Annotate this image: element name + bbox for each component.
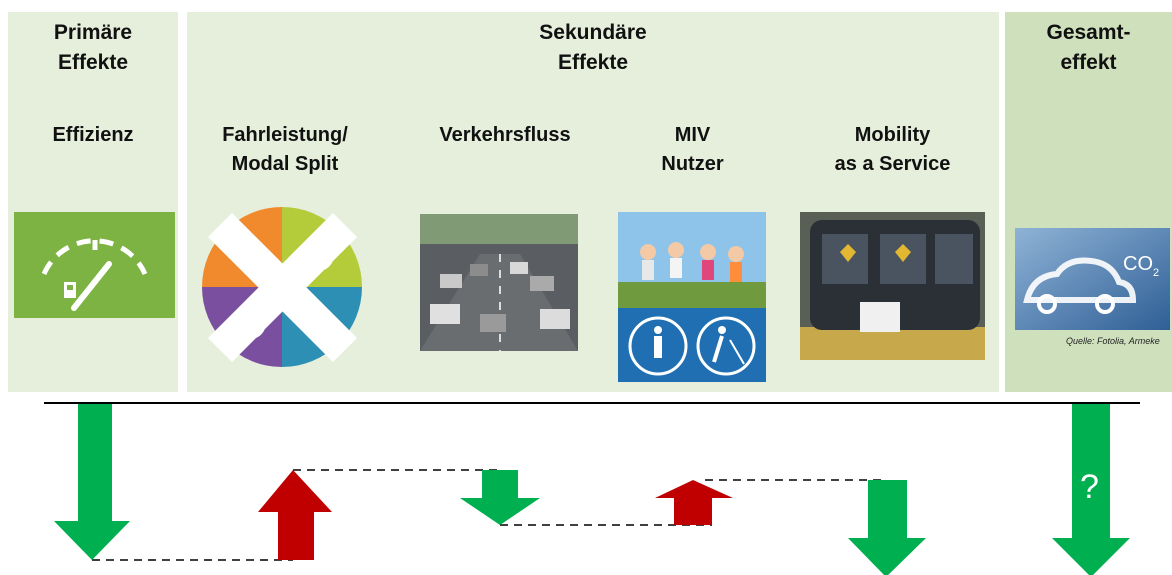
miv-users-label: MIV Nutzer xyxy=(620,121,765,179)
modal-split-circle-icon xyxy=(200,205,365,370)
fuel-gauge-icon xyxy=(14,212,175,318)
primary-header: Primäre Effekte xyxy=(8,18,178,78)
modal-split-line2: Modal Split xyxy=(231,153,339,175)
source-caption: Quelle: Fotolia, Armeke xyxy=(1066,336,1160,346)
traffic-jam-photo xyxy=(420,214,578,351)
total-header: Gesamt- effekt xyxy=(1005,18,1172,78)
arrow-maas-down xyxy=(848,480,926,575)
secondary-header: Sekundäre Effekte xyxy=(187,18,999,78)
primary-header-line2: Effekte xyxy=(57,51,129,74)
secondary-header-line1: Sekundäre xyxy=(539,21,647,44)
arrow-miv-up xyxy=(655,480,733,525)
secondary-header-line2: Effekte xyxy=(557,51,629,74)
primary-effects-panel xyxy=(8,12,178,392)
traffic-flow-line1: Verkehrsfluss xyxy=(439,124,571,146)
co2-car-icon: CO 2 xyxy=(1015,228,1170,330)
modal-split-line1: Fahrleistung/ xyxy=(222,124,348,146)
modal-split-label: Fahrleistung/ Modal Split xyxy=(195,121,375,179)
traffic-flow-label: Verkehrsfluss xyxy=(405,121,605,150)
arrow-traffic-flow-down xyxy=(460,470,540,525)
miv-users-line1: MIV xyxy=(674,124,711,146)
baseline xyxy=(44,402,1140,404)
arrow-total-down xyxy=(1052,404,1130,575)
miv-users-line2: Nutzer xyxy=(661,153,724,175)
maas-label: Mobility as a Service xyxy=(795,121,990,179)
maas-line1: Mobility xyxy=(854,124,931,146)
svg-text:CO: CO xyxy=(1123,253,1153,275)
maas-line2: as a Service xyxy=(834,153,951,175)
autonomous-shuttle-photo xyxy=(800,212,985,360)
svg-text:2: 2 xyxy=(1153,267,1159,279)
total-header-line1: Gesamt- xyxy=(1046,21,1131,44)
total-header-line2: effekt xyxy=(1060,51,1117,74)
arrow-modal-split-up xyxy=(258,470,332,560)
primary-header-line1: Primäre xyxy=(53,21,133,44)
arrow-efficiency-down xyxy=(54,404,130,560)
efficiency-label: Effizienz xyxy=(52,124,134,146)
miv-users-photo xyxy=(618,212,766,382)
total-effect-question-mark: ? xyxy=(1080,468,1099,506)
